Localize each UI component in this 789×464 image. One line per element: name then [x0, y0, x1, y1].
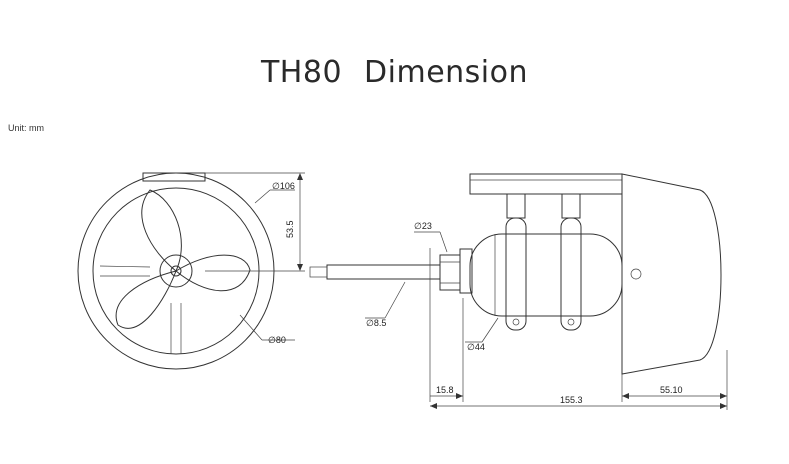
post-left-top: [506, 193, 526, 219]
prop-blade-1: [141, 189, 182, 272]
cable-gland: [439, 254, 461, 291]
prop-hub: [159, 254, 193, 288]
dim-53-5: 53.5: [285, 220, 295, 238]
unit-label: Unit: mm: [8, 123, 44, 133]
mounting-plate: [469, 173, 623, 195]
duct-shroud: [621, 173, 722, 375]
dim-155-3: 155.3: [560, 395, 583, 405]
page-title: TH80 Dimension: [0, 55, 789, 90]
cable: [326, 264, 441, 280]
dim-15-8: 15.8: [436, 385, 454, 395]
dim-d80: ∅80: [268, 335, 286, 345]
clamp-right: [560, 217, 582, 331]
side-view: [309, 173, 728, 410]
dim-d44: ∅44: [467, 342, 485, 352]
title-word: Dimension: [364, 55, 529, 90]
post-right-top: [561, 193, 581, 219]
clamp-left: [505, 217, 527, 331]
dim-d106: ∅106: [272, 181, 295, 191]
title-model: TH80: [260, 55, 343, 90]
prop-blade-3: [115, 270, 177, 329]
prop-blade-2: [175, 254, 251, 292]
front-mount-tab: [142, 172, 206, 182]
motor-body: [469, 233, 623, 317]
dim-d8-5: ∅8.5: [366, 318, 386, 328]
duct-screw: [630, 268, 642, 280]
dim-55-10: 55.10: [660, 385, 683, 395]
dim-d23: ∅23: [414, 221, 432, 231]
front-view: [77, 172, 305, 370]
cable-end: [309, 266, 328, 278]
